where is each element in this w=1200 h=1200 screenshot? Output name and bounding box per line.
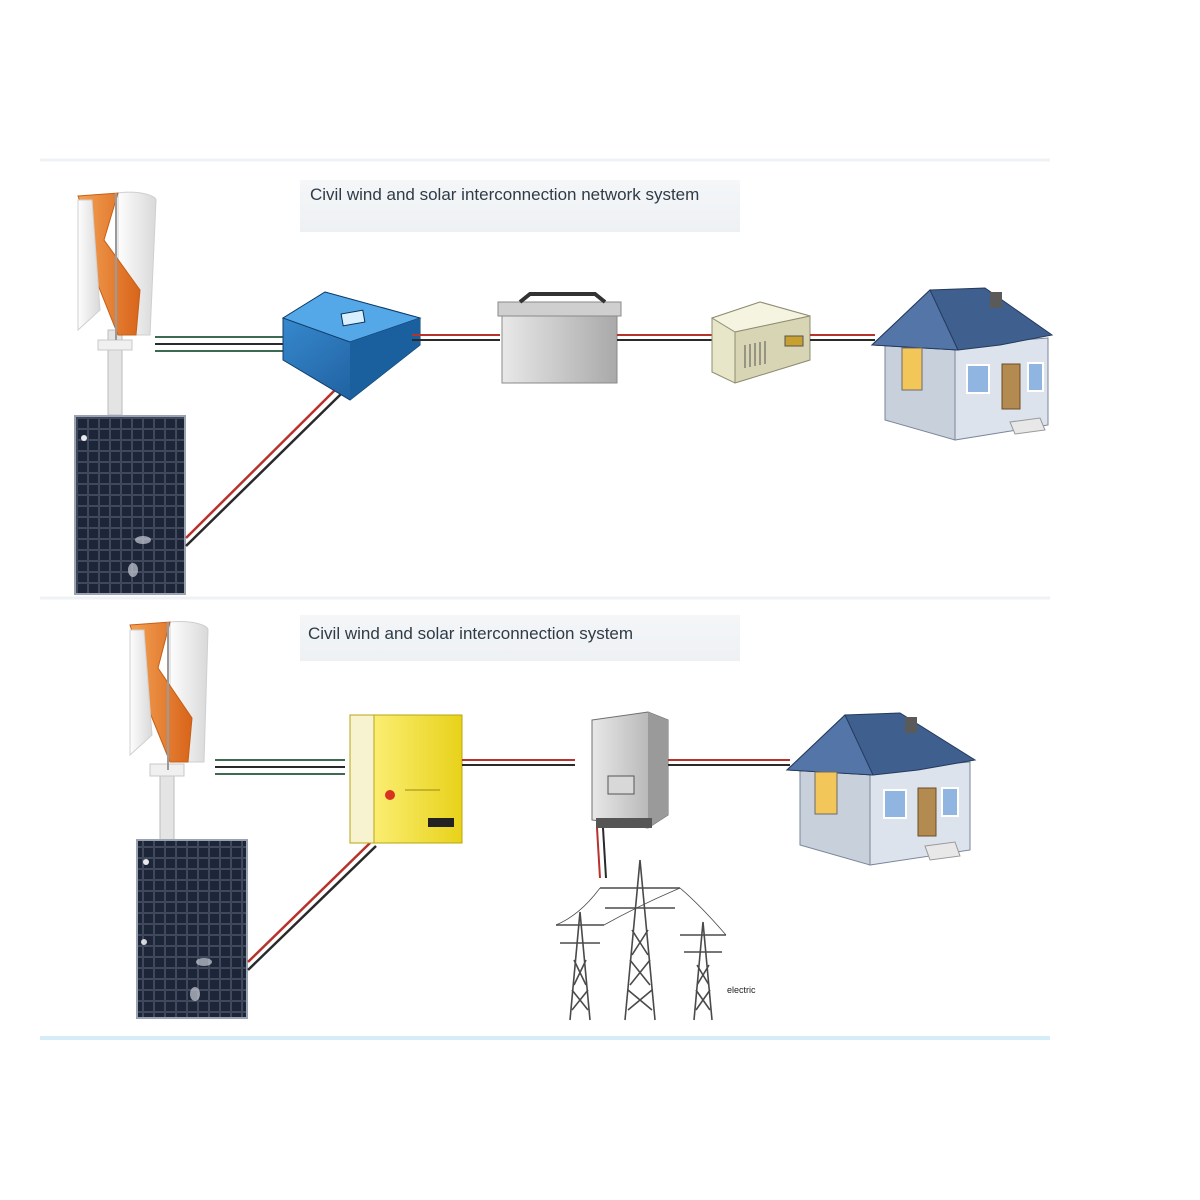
diagram-2-title: Civil wind and solar interconnection sys… [300,615,740,661]
grid-tie-inverter-2 [591,711,669,829]
wire-gridinverter-house-2 [668,759,790,766]
power-towers [555,859,727,1021]
inverter-1 [710,301,811,384]
wire-gridinverter-towers-2 [596,827,607,879]
grid-label: electric [727,985,756,995]
wire-panel-controller-2 [247,842,377,971]
solar-panel-1 [74,415,186,595]
wire-turbine-controller-1 [155,336,283,352]
wind-turbine-1 [77,191,157,416]
wire-controller-gridinverter-2 [462,759,575,766]
wire-panel-controller-1 [185,389,342,547]
diagram-1-title: Civil wind and solar interconnection net… [300,180,740,232]
wire-turbine-controller-2 [215,759,345,775]
house-2 [785,712,977,866]
battery-1 [497,292,622,384]
wire-controller-battery-1 [412,334,500,341]
house-1 [870,287,1054,441]
wind-turbine-2 [129,621,209,846]
solar-panel-2 [136,839,248,1019]
controller-2 [349,714,463,844]
wire-battery-inverter-1 [617,334,712,341]
wire-inverter-house-1 [810,334,875,341]
controller-1 [281,291,422,401]
